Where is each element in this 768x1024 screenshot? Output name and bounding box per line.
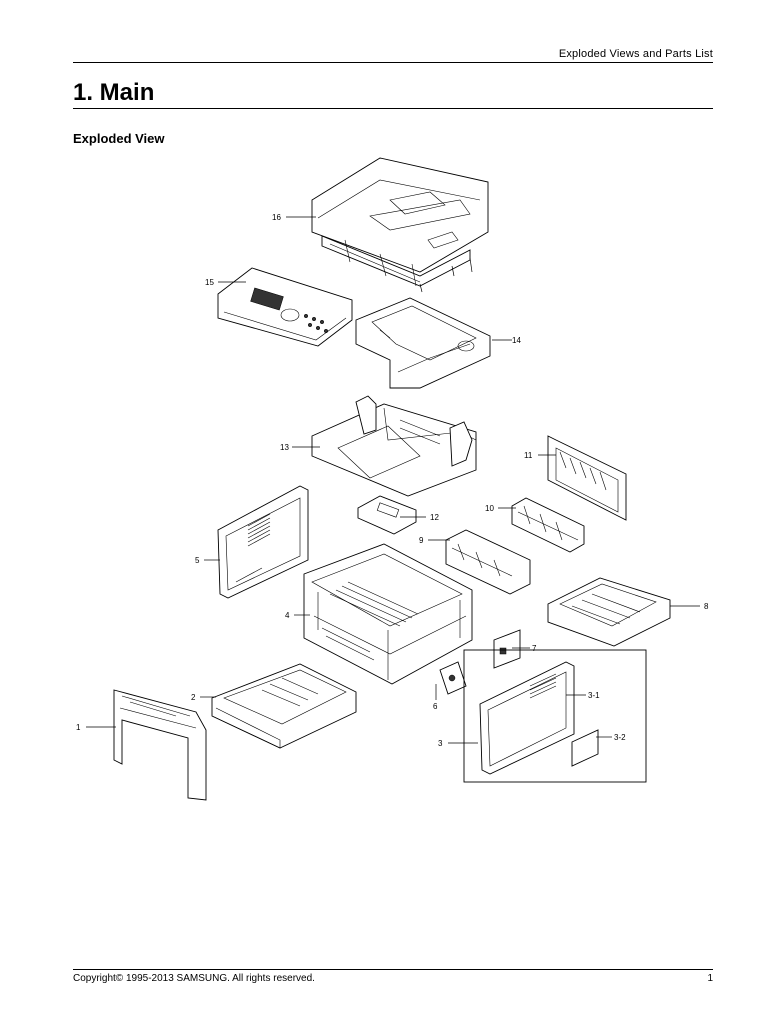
callout-11: 11 <box>524 451 533 460</box>
title-rule <box>73 108 713 109</box>
callout-8: 8 <box>704 602 709 611</box>
callout-3-1: 3-1 <box>588 691 600 700</box>
callout-3-2: 3-2 <box>614 733 626 742</box>
callout-3: 3 <box>438 739 443 748</box>
part-15-control-panel <box>217 267 353 347</box>
part-1-front-cover <box>113 689 207 801</box>
footer-rule <box>73 969 713 970</box>
part-6-smps <box>439 661 467 695</box>
section-subtitle: Exploded View <box>73 131 165 146</box>
footer-page-number: 1 <box>707 973 713 984</box>
callout-13: 13 <box>280 443 289 452</box>
callout-10: 10 <box>485 504 494 513</box>
part-5-left-cover <box>217 485 309 599</box>
part-4-main-frame <box>303 543 473 685</box>
callout-labels: 16 15 14 13 11 12 10 9 5 4 8 7 2 6 3-1 1… <box>76 213 709 748</box>
part-13-top-cover <box>311 395 477 497</box>
part-2-cassette <box>211 663 357 749</box>
callout-15: 15 <box>205 278 214 287</box>
part-12-lsu <box>357 495 417 535</box>
callout-7: 7 <box>532 644 537 653</box>
part-7-main-board <box>493 629 521 669</box>
callout-1: 1 <box>76 723 81 732</box>
callout-2: 2 <box>191 693 196 702</box>
callout-5: 5 <box>195 556 200 565</box>
part-11-rear-cover <box>547 435 627 521</box>
callout-4: 4 <box>285 611 290 620</box>
header-section-title: Exploded Views and Parts List <box>558 48 713 60</box>
callout-6: 6 <box>433 702 438 711</box>
part-3-right-cover-group <box>463 649 647 783</box>
page-title: 1. Main <box>73 79 155 106</box>
header-rule <box>73 62 713 63</box>
footer-copyright: Copyright© 1995-2013 SAMSUNG. All rights… <box>73 973 315 984</box>
part-16-adf <box>311 157 489 293</box>
part-8-paper-guide <box>547 577 671 647</box>
callout-12: 12 <box>430 513 439 522</box>
part-9-fuser <box>445 529 531 595</box>
leader-lines <box>86 216 700 744</box>
part-10-duplex-guide <box>511 497 585 553</box>
callout-14: 14 <box>512 336 521 345</box>
part-14-scanner-frame <box>355 297 491 389</box>
callout-16: 16 <box>272 213 281 222</box>
callout-9: 9 <box>419 536 424 545</box>
